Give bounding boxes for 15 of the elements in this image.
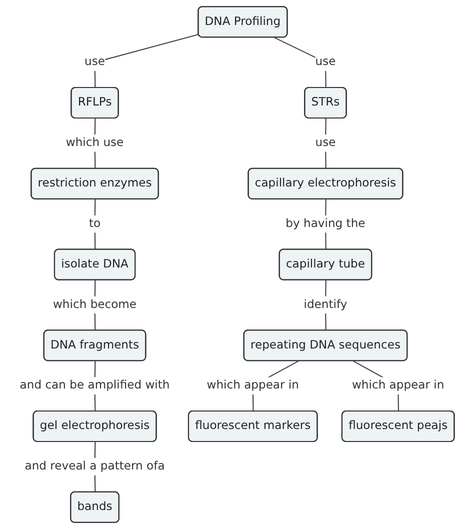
edge-label: which appear in <box>352 378 444 392</box>
edge-label: which use <box>66 136 124 150</box>
edge-label: and reveal a pattern ofa <box>24 460 165 473</box>
edge-label: use <box>315 136 336 150</box>
edge-label: and can be amplified with <box>20 378 170 392</box>
connector <box>94 34 199 88</box>
edge-label: identify <box>304 298 348 312</box>
edge-label: which become <box>52 298 137 312</box>
edge-label: to <box>88 217 101 230</box>
edge-label: use <box>315 55 336 68</box>
edge-label: use <box>84 55 105 68</box>
edge-label: which appear in <box>206 378 299 392</box>
connector <box>274 37 326 88</box>
connector <box>324 118 326 169</box>
edge-label: by having the <box>286 217 366 230</box>
